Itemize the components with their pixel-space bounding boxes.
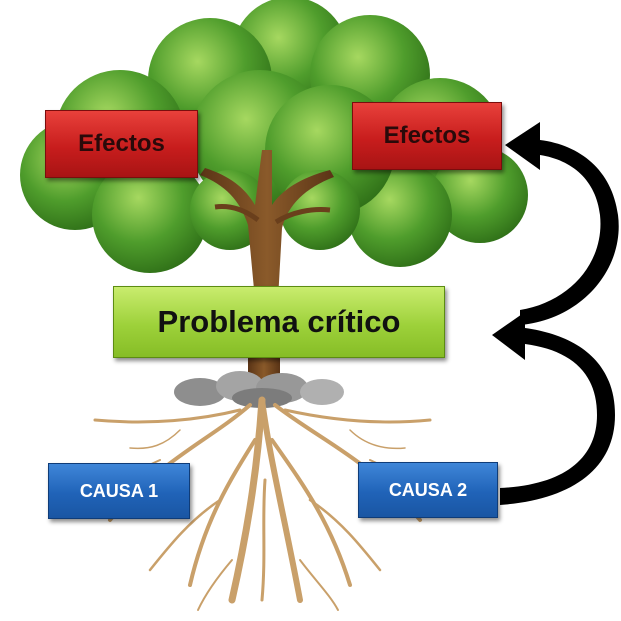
arrow-cause-to-problem <box>492 312 615 505</box>
cause-box-2: CAUSA 2 <box>358 462 498 518</box>
effect-box-right: Efectos <box>352 102 502 170</box>
problem-box: Problema crítico <box>113 286 445 358</box>
feedback-arrows <box>492 122 619 505</box>
arrow-problem-to-effects <box>505 122 619 325</box>
rocks <box>174 371 344 408</box>
cause-box-1: CAUSA 1 <box>48 463 190 519</box>
effect-box-left: Efectos <box>45 110 198 178</box>
